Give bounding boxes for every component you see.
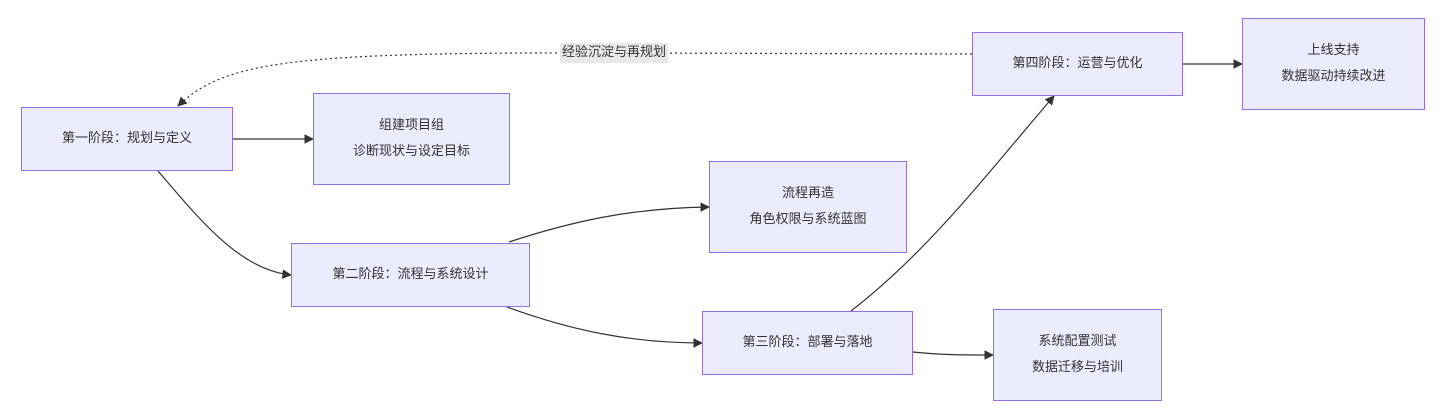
- node-phase3[interactable]: 第三阶段：部署与落地: [702, 311, 913, 375]
- edge-phase3-to-phase4: [850, 95, 1055, 312]
- edge-feedback-phase4-to-phase1: [177, 52, 973, 107]
- node-phase1-detail-line1: 组建项目组: [378, 118, 444, 133]
- node-phase1-detail[interactable]: 组建项目组 诊断现状与设定目标: [313, 93, 510, 185]
- node-phase4-detail-line2: 数据驱动持续改进: [1281, 69, 1386, 84]
- node-phase3-detail[interactable]: 系统配置测试 数据迁移与培训: [993, 309, 1162, 401]
- node-phase2-label: 第二阶段：流程与系统设计: [332, 267, 489, 282]
- edge-phase2-to-detail: [508, 202, 710, 243]
- edge-phase1-to-phase2: [157, 170, 292, 279]
- node-phase4-detail[interactable]: 上线支持 数据驱动持续改进: [1242, 18, 1425, 110]
- node-phase2-detail-line2: 角色权限与系统蓝图: [749, 212, 867, 227]
- node-phase1-label: 第一阶段：规划与定义: [61, 131, 192, 146]
- node-phase3-detail-line1: 系统配置测试: [1038, 334, 1117, 349]
- edge-phase2-to-phase3: [506, 306, 703, 348]
- node-phase4[interactable]: 第四阶段：运营与优化: [972, 32, 1183, 96]
- node-phase2-detail-line1: 流程再造: [781, 186, 834, 201]
- node-phase3-detail-line2: 数据迁移与培训: [1031, 360, 1123, 375]
- node-phase2-detail[interactable]: 流程再造 角色权限与系统蓝图: [709, 161, 907, 253]
- edge-label-feedback: 经验沉淀与再规划: [560, 43, 669, 63]
- edge-phase3-to-detail: [912, 350, 994, 360]
- node-phase3-label: 第三阶段：部署与落地: [742, 335, 873, 350]
- node-phase4-label: 第四阶段：运营与优化: [1012, 56, 1143, 71]
- node-phase1[interactable]: 第一阶段：规划与定义: [21, 107, 233, 171]
- node-phase1-detail-line2: 诊断现状与设定目标: [352, 144, 470, 159]
- node-phase2[interactable]: 第二阶段：流程与系统设计: [291, 243, 530, 307]
- node-phase4-detail-line1: 上线支持: [1307, 43, 1360, 58]
